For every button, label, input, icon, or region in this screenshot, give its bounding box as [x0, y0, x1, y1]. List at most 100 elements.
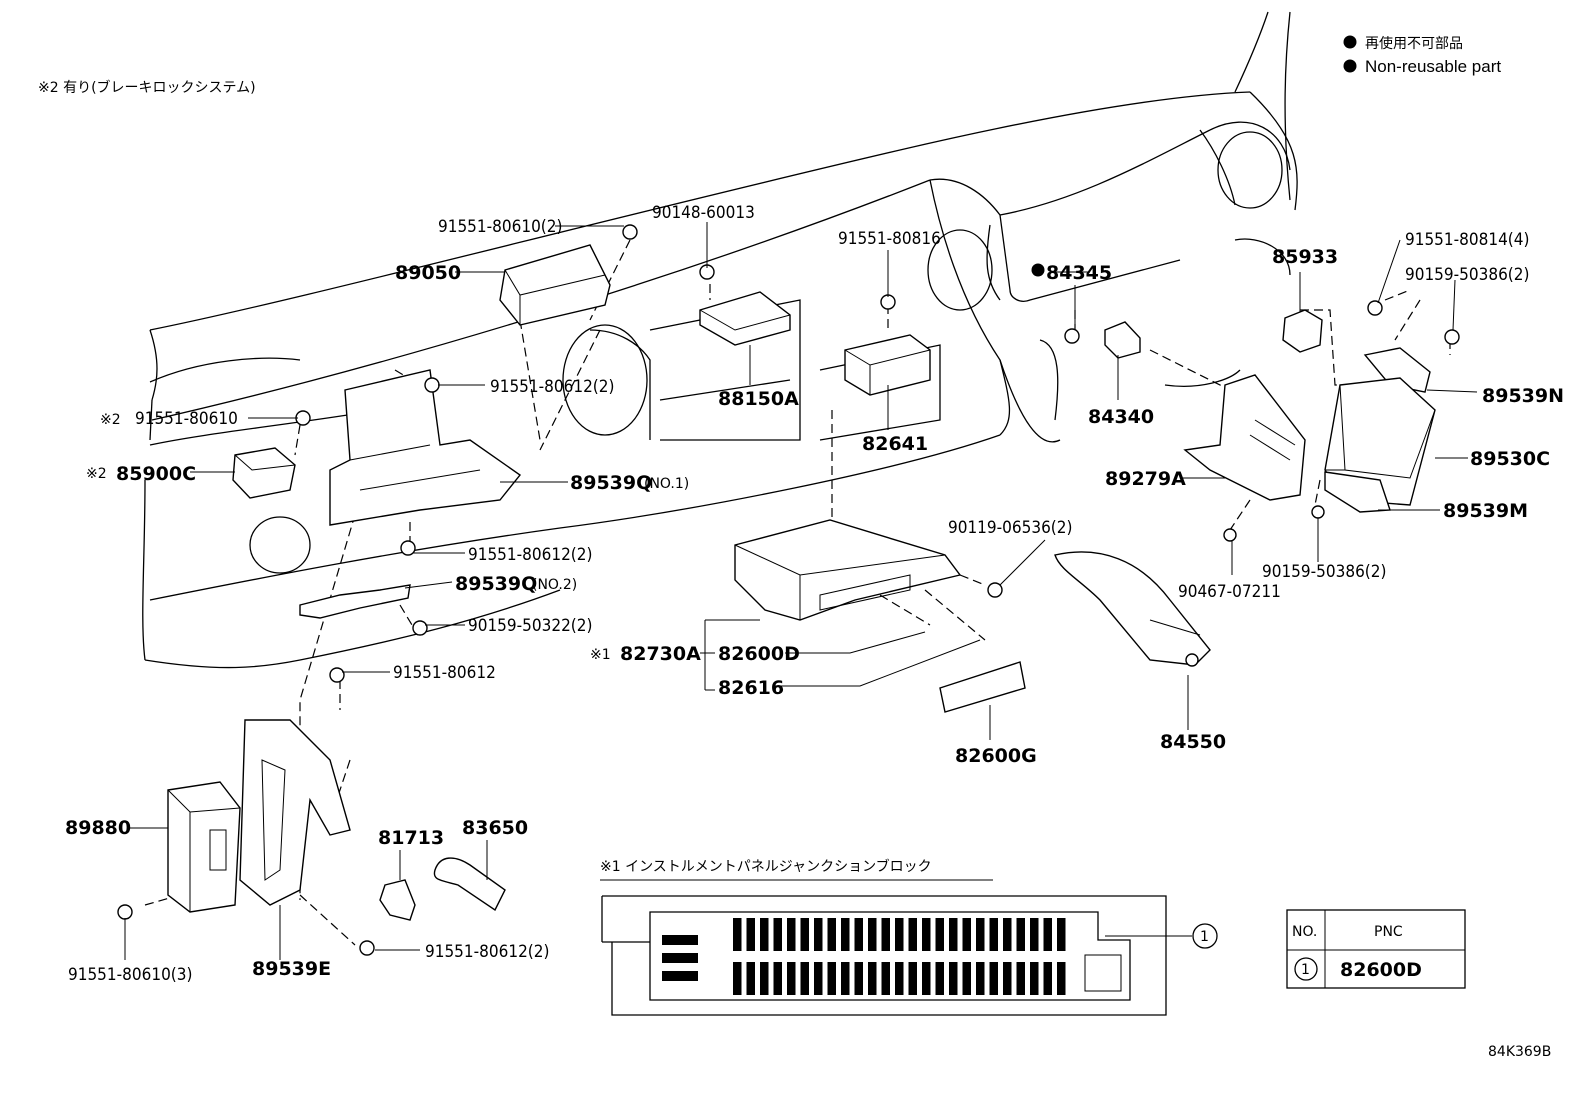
- part-89539E: [239, 719, 351, 906]
- fuse-slot: [827, 918, 836, 951]
- part-82641: [844, 334, 931, 396]
- fuse-slot: [868, 962, 877, 995]
- fuse-slot: [962, 918, 971, 951]
- label-84550: 84550: [1160, 731, 1226, 753]
- fuse-slot: [935, 962, 944, 995]
- fuse-slot: [1016, 962, 1025, 995]
- non-reusable-dot-icon: [1343, 35, 1357, 49]
- legend: 再使用不可部品 Non-reusable part: [1343, 35, 1501, 76]
- label-89050: 89050: [395, 262, 461, 284]
- label-88150A: 88150A: [718, 388, 799, 410]
- fuse-slot: [1016, 918, 1025, 951]
- label-91551-80612-2-c: 91551-80612(2): [425, 942, 549, 962]
- label-89279A: 89279A: [1105, 468, 1186, 490]
- mark-note2-b: ※2: [86, 466, 107, 482]
- fuse-slot: [787, 918, 796, 951]
- fuse-slot: [854, 918, 863, 951]
- label-90148-60013: 90148-60013: [652, 203, 755, 223]
- table-row-pnc: 82600D: [1340, 959, 1422, 981]
- part-89539Q-no1: [329, 369, 522, 526]
- label-89539M: 89539M: [1443, 500, 1528, 522]
- label-85900C: 85900C: [116, 463, 196, 485]
- label-91551-80816: 91551-80816: [838, 229, 941, 249]
- label-90159-50386-2-a: 90159-50386(2): [1405, 265, 1529, 285]
- fuse-slot: [1003, 962, 1012, 995]
- fuse-slot: [1057, 918, 1066, 951]
- part-89539M: [1324, 471, 1391, 513]
- fuse-slot: [841, 918, 850, 951]
- solid-leaders: [124, 222, 1478, 960]
- label-89530C: 89530C: [1470, 448, 1550, 470]
- fuse-slot: [922, 918, 931, 951]
- fuse-slot: [989, 918, 998, 951]
- fuse-slot: [908, 918, 917, 951]
- label-91551-80612: 91551-80612: [393, 663, 496, 683]
- label-no2: (NO.2): [532, 577, 577, 593]
- legend-jp: 再使用不可部品: [1365, 35, 1463, 52]
- fuse-slot: [989, 962, 998, 995]
- part-89050: [499, 244, 611, 326]
- part-82600D-block: [734, 519, 962, 621]
- label-89539Q-no1: 89539Q: [570, 472, 652, 494]
- table-header-no: NO.: [1292, 924, 1317, 940]
- label-82641: 82641: [862, 433, 928, 455]
- label-82616: 82616: [718, 677, 784, 699]
- label-91551-80610-2: 91551-80610(2): [438, 217, 562, 237]
- fuse-slot: [935, 918, 944, 951]
- non-reusable-dot-icon: [1343, 59, 1357, 73]
- fuse-slot: [746, 918, 755, 951]
- callout-circle: [1192, 923, 1218, 949]
- fuse-slot: [1043, 918, 1052, 951]
- fuse-slot: [895, 962, 904, 995]
- fuse-slot: [841, 962, 850, 995]
- label-90119-06536-2: 90119-06536(2): [948, 518, 1072, 538]
- legend-en: Non-reusable part: [1365, 57, 1501, 76]
- label-89539Q-no2: 89539Q: [455, 573, 537, 595]
- part-89279A: [1183, 374, 1306, 501]
- part-85900C: [232, 447, 296, 499]
- callout-number: 1: [1200, 929, 1209, 945]
- label-89539E: 89539E: [252, 958, 331, 980]
- part-89880: [167, 781, 241, 913]
- label-89539N: 89539N: [1482, 385, 1564, 407]
- label-84345: 84345: [1046, 262, 1112, 284]
- fuse-slot: [949, 918, 958, 951]
- part-labels: 91551-80610(2) 90148-60013 89050 91551-8…: [65, 203, 1564, 985]
- fuse-slot: [962, 962, 971, 995]
- fuse-slot: [1030, 918, 1039, 951]
- part-84550: [1054, 551, 1211, 666]
- label-82730A: 82730A: [620, 643, 701, 665]
- label-89880: 89880: [65, 817, 131, 839]
- non-reusable-dot-icon: [1031, 263, 1045, 277]
- label-84340: 84340: [1088, 406, 1154, 428]
- label-91551-80612-2-a: 91551-80612(2): [490, 377, 614, 397]
- part-89530C: [1324, 377, 1436, 506]
- part-82600G: [939, 661, 1026, 713]
- label-90467-07211: 90467-07211: [1178, 582, 1281, 602]
- fuse-slot: [773, 918, 782, 951]
- fuse-slot: [733, 962, 742, 995]
- fuse-slot: [800, 962, 809, 995]
- label-83650: 83650: [462, 817, 528, 839]
- fuse-slot: [746, 962, 755, 995]
- fuse-slot: [760, 918, 769, 951]
- fuse-slot: [922, 962, 931, 995]
- fuse-slot: [868, 918, 877, 951]
- table-row-no: 1: [1301, 962, 1310, 978]
- label-no1: (NO.1): [644, 476, 689, 492]
- fuse-slot: [787, 962, 796, 995]
- part-81713: [379, 879, 416, 921]
- label-90159-50386-2-b: 90159-50386(2): [1262, 562, 1386, 582]
- label-81713: 81713: [378, 827, 444, 849]
- label-85933: 85933: [1272, 246, 1338, 268]
- fuse-slot: [773, 962, 782, 995]
- part-89539Q-no2: [299, 584, 411, 619]
- fuse-slot: [827, 962, 836, 995]
- label-90159-50322-2: 90159-50322(2): [468, 616, 592, 636]
- fuse-slot: [1003, 918, 1012, 951]
- fuse-slot: [854, 962, 863, 995]
- figure-id: 84K369B: [1488, 1044, 1551, 1060]
- fuse-slot: [895, 918, 904, 951]
- part-84340: [1104, 321, 1141, 359]
- fuse-slot: [1043, 962, 1052, 995]
